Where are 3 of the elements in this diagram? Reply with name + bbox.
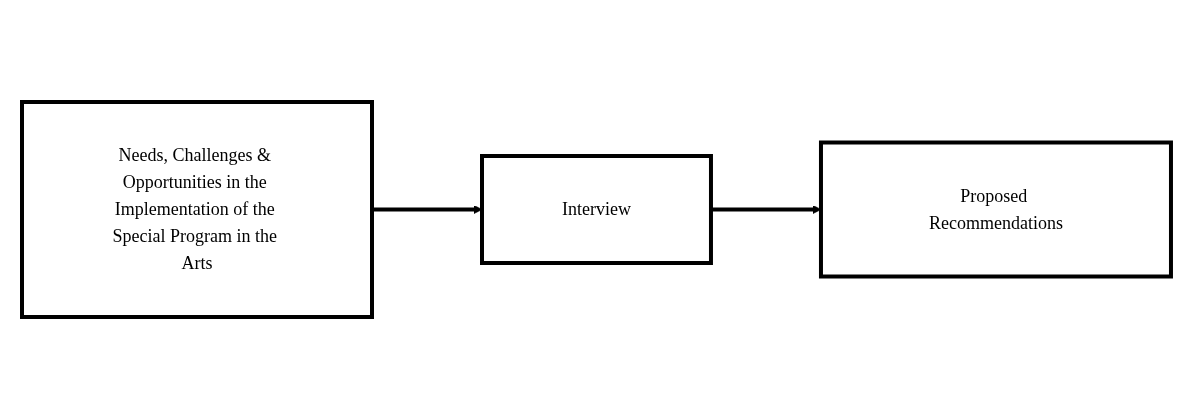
node-box: Proposed Recommendations [818,140,1173,278]
node-box: Interview [479,153,713,265]
node-box: Needs, Challenges & Opportunities in the Implementation of the Special Program in the Arts [19,99,374,319]
